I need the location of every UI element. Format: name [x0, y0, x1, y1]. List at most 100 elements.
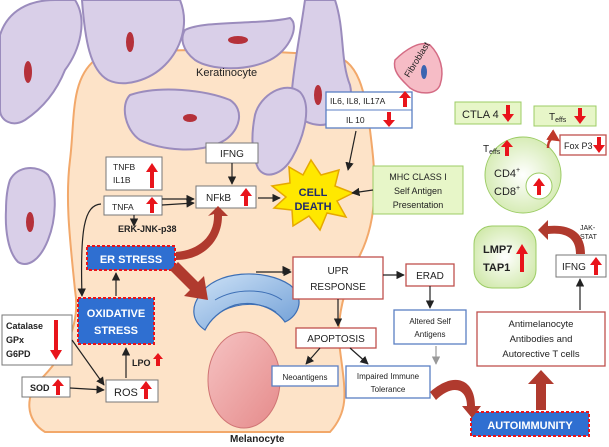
mhc-line1: MHC CLASS I: [389, 172, 447, 182]
foxp3-label: Fox P3: [564, 141, 593, 151]
keratinocyte-nucleus: [183, 114, 197, 122]
ctla4-box: [454, 101, 522, 125]
tnfb-up-arrow: [146, 163, 158, 188]
ros-up-arrow: [140, 381, 152, 399]
nfkb-up-arrow: [240, 188, 252, 206]
gpx-label: GPx: [6, 335, 24, 345]
anti-line3: Autorective T cells: [502, 349, 580, 360]
impaired-line1: Impaired Immune: [357, 372, 420, 381]
oxidative-stress-box: [77, 297, 155, 345]
antioxidant-box: [1, 314, 73, 366]
ros-label: ROS: [114, 387, 138, 399]
nfkb-box: [195, 185, 257, 209]
connector-arrows: [69, 130, 585, 394]
teffs-label: Teffs: [483, 144, 501, 156]
lpo-up-arrow: [153, 353, 163, 366]
cd4-label: CD4+: [494, 167, 520, 180]
ifng-right-label: IFNG: [562, 262, 586, 273]
lmp7-up-arrow: [516, 244, 528, 272]
ifng-top-label: IFNG: [220, 149, 244, 160]
keratinocyte-nucleus: [24, 61, 32, 83]
upr-box: [292, 256, 384, 300]
impaired-tolerance-box: [345, 365, 431, 399]
jak-line1: JAK-: [580, 225, 596, 232]
ctla4-down-arrow: [502, 105, 514, 122]
erad-label: ERAD: [416, 271, 444, 282]
ifng-right-up-arrow: [590, 257, 602, 275]
il1b-label: IL1B: [113, 175, 131, 185]
tnfa-up-arrow: [146, 197, 158, 213]
fibroblast-cell: [393, 43, 443, 94]
teffs-up-arrow: [501, 140, 513, 156]
cell-death-line2: DEATH: [294, 201, 331, 213]
antioxidant-down-arrow: [50, 320, 62, 360]
upr-line2: RESPONSE: [310, 282, 366, 293]
cytokines-up-arrow: [399, 91, 411, 107]
autoimmunity-label: AUTOIMMUNITY: [487, 420, 573, 432]
fibroblast-nucleus: [421, 65, 427, 79]
tnfa-box: [103, 195, 163, 216]
neoantigens-box: [271, 365, 339, 387]
altered-line2: Antigens: [414, 330, 445, 339]
lmp7-label: LMP7: [483, 244, 512, 256]
impaired-line2: Tolerance: [371, 385, 406, 394]
neoantigens-label: Neoantigens: [283, 373, 328, 382]
cell-death-burst: [270, 158, 355, 232]
mhc-line2: Self Antigen: [394, 186, 442, 196]
anti-line2: Antibodies and: [510, 334, 573, 345]
keratinocyte-nucleus: [126, 32, 134, 52]
keratinocyte-label: Keratinocyte: [196, 67, 257, 79]
sod-up-arrow: [52, 379, 64, 395]
tap1-label: TAP1: [483, 262, 510, 274]
keratinocyte-group: Keratinocyte: [0, 0, 352, 265]
er-fold: [221, 303, 277, 313]
keratinocyte-nucleus: [228, 36, 248, 44]
cd8-label: CD8+: [494, 185, 520, 198]
keratinocyte-nucleus: [314, 85, 322, 105]
mhc-box: [372, 165, 464, 215]
endoplasmic-reticulum: [193, 273, 300, 331]
melanocyte-label: Melanocyte: [230, 434, 285, 445]
keratinocyte-cell: [0, 0, 83, 125]
keratinocyte-nucleus: [26, 212, 34, 232]
lmp7-tap1-box: [473, 225, 537, 289]
anti-line1: Antimelanocyte: [509, 319, 574, 330]
il10-down-arrow: [383, 112, 395, 127]
catalase-label: Catalase: [6, 321, 43, 331]
cd8-up-arrow: [533, 178, 545, 195]
oxidative-line1: OXIDATIVE: [87, 308, 145, 320]
sod-label: SOD: [30, 383, 50, 393]
er-stress-box: [86, 245, 176, 271]
upr-line1: UPR: [327, 266, 348, 277]
er-fold: [214, 290, 283, 301]
er-stress-label: ER STRESS: [100, 254, 162, 266]
teffs-top-label: Teffs: [549, 112, 567, 124]
tcell-to-foxp3-arrow: [546, 129, 561, 149]
cytokines-line1: IL6, IL8, IL17A: [330, 96, 386, 106]
teffs-top-down-arrow: [574, 108, 586, 124]
erk-label: ERK-JNK-p38: [118, 224, 177, 234]
cell-death-line1: CELL: [299, 187, 328, 199]
nfkb-label: NFkB: [206, 193, 231, 204]
antimelanocyte-box: [476, 311, 606, 367]
thick-arrows: [170, 206, 585, 418]
melanocyte-nucleus: [207, 331, 281, 429]
cytokines-line2: IL 10: [346, 115, 365, 125]
foxp3-down-arrow: [593, 137, 605, 153]
oxidative-line2: STRESS: [94, 325, 138, 337]
apoptosis-label: APOPTOSIS: [307, 334, 365, 345]
altered-line1: Altered Self: [409, 317, 451, 326]
altered-antigens-box: [393, 309, 467, 345]
ctla4-label: CTLA 4: [462, 109, 499, 121]
keratinocyte-cell: [123, 88, 240, 151]
lpo-label: LPO: [132, 358, 151, 368]
autoimmunity-box: [470, 411, 590, 437]
foxp3-box: [559, 134, 607, 156]
jak-line2: STAT: [580, 234, 598, 241]
mhc-line3: Presentation: [393, 200, 444, 210]
apoptosis-box: [295, 327, 377, 349]
g6pd-label: G6PD: [6, 349, 31, 359]
tnfb-label: TNFB: [113, 162, 136, 172]
